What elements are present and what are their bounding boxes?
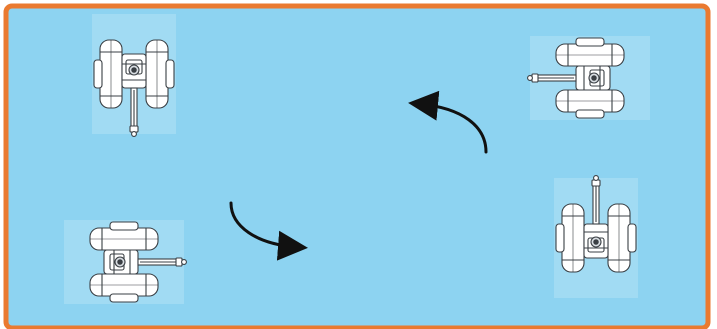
vehicle-bottom-left bbox=[63, 219, 187, 305]
curved-arrow-icon bbox=[408, 90, 488, 154]
curved-arrow-icon bbox=[229, 201, 308, 261]
vehicle-top-right bbox=[527, 35, 651, 121]
vehicle-top-left bbox=[91, 13, 177, 137]
robot-vehicle-topview-icon bbox=[527, 35, 651, 121]
vehicle-bottom-right bbox=[553, 175, 639, 299]
robot-vehicle-topview-icon bbox=[553, 175, 639, 299]
robot-vehicle-topview-icon bbox=[63, 219, 187, 305]
robot-vehicle-topview-icon bbox=[91, 13, 177, 137]
